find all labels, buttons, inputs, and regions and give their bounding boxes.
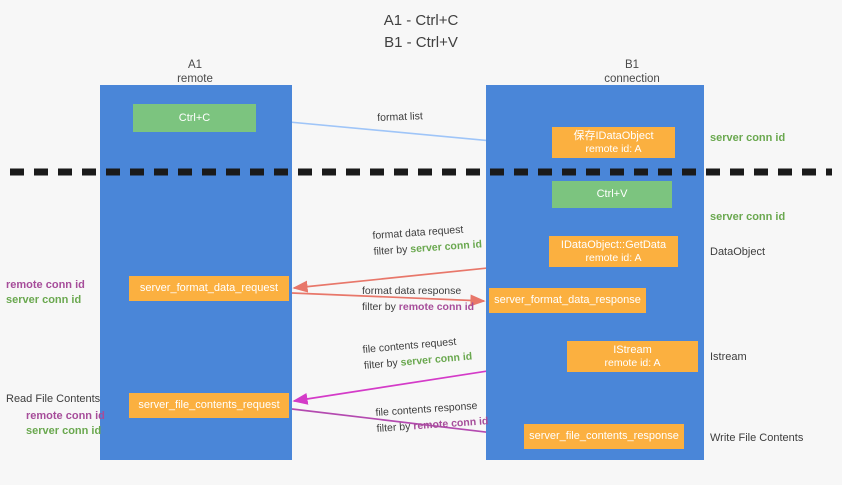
box-save-idataobject[interactable]: 保存IDataObject remote id: A bbox=[552, 127, 675, 158]
annotation-server-conn-id-top-text: server conn id bbox=[710, 132, 786, 144]
annotation-write-file-contents: Write File Contents bbox=[710, 432, 804, 444]
box-server-format-data-response-label: server_format_data_response bbox=[494, 294, 641, 307]
box-server-file-contents-response-label: server_file_contents_response bbox=[529, 430, 679, 443]
box-istream-remote-id: remote id: A bbox=[604, 356, 661, 369]
arrow-label-format-data-response-filter: filter by remote conn id bbox=[362, 300, 474, 316]
annotation-read-file-contents: Read File Contents bbox=[6, 393, 101, 405]
box-server-format-data-request[interactable]: server_format_data_request bbox=[129, 276, 289, 301]
arrow-label-format-data-response-line1: format data response bbox=[362, 285, 462, 297]
lane-header-b1: B1 connection bbox=[552, 58, 712, 87]
annotation-server-conn-id-mid: server conn id bbox=[710, 210, 785, 225]
lane-header-b1-sub: connection bbox=[604, 73, 660, 86]
page-title: A1 - Ctrl+C B1 - Ctrl+V bbox=[0, 10, 842, 54]
annotation-conn-ids-format: remote conn id server conn id bbox=[6, 278, 98, 308]
box-idataobject-getdata[interactable]: IDataObject::GetData remote id: A bbox=[549, 236, 678, 267]
box-istream[interactable]: IStream remote id: A bbox=[567, 341, 698, 372]
box-ctrl-c[interactable]: Ctrl+C bbox=[133, 104, 256, 132]
box-server-file-contents-response[interactable]: server_file_contents_response bbox=[524, 424, 684, 449]
box-server-file-contents-request[interactable]: server_file_contents_request bbox=[129, 393, 289, 418]
annotation-remote-conn-id: remote conn id bbox=[6, 279, 85, 291]
box-server-file-contents-request-label: server_file_contents_request bbox=[138, 399, 280, 412]
box-idataobject-getdata-title: IDataObject::GetData bbox=[560, 238, 667, 251]
annotation-server-conn-id: server conn id bbox=[26, 424, 102, 437]
box-save-idataobject-title: 保存IDataObject bbox=[573, 129, 654, 142]
annotation-istream: Istream bbox=[710, 351, 747, 363]
lane-header-a1-name: A1 bbox=[187, 59, 203, 71]
box-ctrl-c-label: Ctrl+C bbox=[178, 111, 211, 124]
annotation-dataobject: DataObject bbox=[710, 246, 766, 258]
annotation-read-file-contents-group: Read File Contents remote conn id server… bbox=[6, 392, 124, 439]
arrow-label-format-data-response: format data response filter by remote co… bbox=[362, 284, 474, 316]
arrow-file-contents-response bbox=[291, 408, 521, 441]
lane-header-b1-name: B1 bbox=[624, 59, 640, 71]
lane-header-a1: A1 remote bbox=[115, 58, 275, 87]
box-idataobject-getdata-remote-id: remote id: A bbox=[585, 251, 642, 264]
filter-prefix: filter by bbox=[362, 300, 399, 313]
box-save-idataobject-remote-id: remote id: A bbox=[585, 142, 642, 155]
box-ctrl-v-label: Ctrl+V bbox=[596, 188, 628, 201]
box-ctrl-v[interactable]: Ctrl+V bbox=[552, 181, 672, 208]
annotation-server-conn-id-mid-text: server conn id bbox=[710, 211, 786, 223]
title-line-1: A1 - Ctrl+C bbox=[383, 12, 459, 29]
box-server-format-data-request-label: server_format_data_request bbox=[139, 282, 279, 295]
filter-target-remote-conn-id: remote conn id bbox=[398, 300, 475, 313]
annotation-remote-conn-id: remote conn id bbox=[26, 409, 105, 422]
annotation-server-conn-id-top: server conn id bbox=[710, 131, 785, 146]
annotation-server-conn-id: server conn id bbox=[6, 293, 82, 306]
arrow-format-data-response bbox=[291, 292, 486, 307]
title-line-2: B1 - Ctrl+V bbox=[384, 33, 458, 51]
box-istream-title: IStream bbox=[613, 343, 652, 356]
box-server-format-data-response[interactable]: server_format_data_response bbox=[489, 288, 646, 313]
lane-header-a1-sub: remote bbox=[177, 73, 213, 86]
